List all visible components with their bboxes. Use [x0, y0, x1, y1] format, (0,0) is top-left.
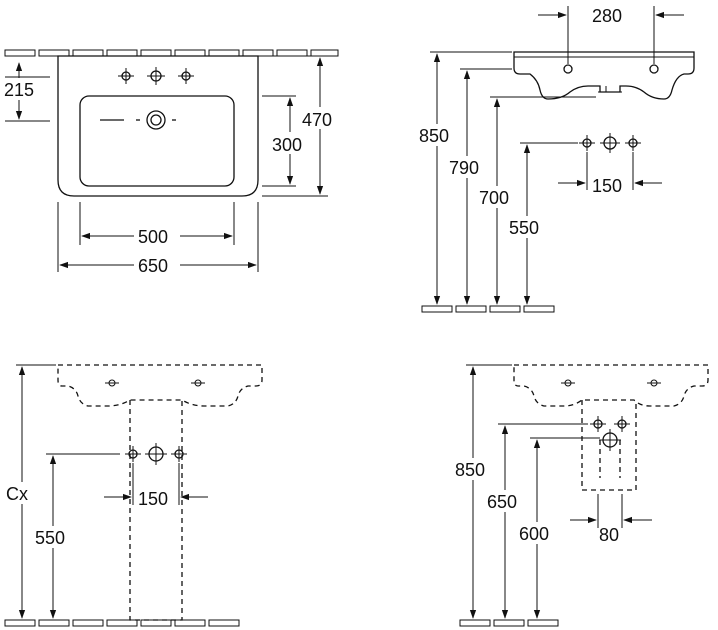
dim-overflow-height: 790 — [449, 158, 479, 178]
pedestal-front-view: Cx 550 150 — [4, 364, 263, 627]
pedestal-dashed-outline — [129, 400, 183, 621]
floor-tiles — [459, 619, 559, 627]
basin-dashed-outline — [513, 364, 709, 407]
semi-pedestal-view: 850 650 600 80 — [453, 364, 709, 627]
dim-supply-spacing: 150 — [592, 176, 622, 196]
dim-supply-height: 600 — [519, 524, 549, 544]
dim-supply-height: 550 — [35, 528, 65, 548]
dim-supply-height: 550 — [509, 218, 539, 238]
dim-outlet-height: 700 — [479, 188, 509, 208]
dim-rim-height: 850 — [419, 126, 449, 146]
tap-holes-icon — [118, 67, 194, 85]
basin-dashed-outline — [57, 364, 263, 407]
dim-total-depth: 470 — [302, 110, 332, 130]
semi-pedestal-dashed-outline — [581, 400, 637, 491]
tap-holes-dashed-icon — [105, 379, 205, 387]
basin-outline — [57, 55, 259, 197]
side-view: 280 850 790 700 550 — [417, 6, 695, 313]
tap-holes-dashed-icon — [561, 379, 661, 387]
top-view: 215 470 300 500 650 — [2, 49, 342, 277]
dim-supply-spacing: 80 — [599, 525, 619, 545]
dim-variable-height: Cx — [6, 484, 28, 504]
dim-bowl-depth: 300 — [272, 135, 302, 155]
supply-points-icon — [125, 443, 187, 465]
dim-outlet-height: 650 — [487, 492, 517, 512]
dim-tap-spacing: 280 — [592, 6, 622, 26]
dim-supply-spacing: 150 — [138, 489, 168, 509]
drain-icon — [100, 110, 176, 130]
floor-tiles — [421, 305, 555, 313]
bowl-outline — [79, 95, 235, 187]
top-view-wall-tiles — [4, 49, 339, 57]
dim-rim-height: 850 — [455, 460, 485, 480]
supply-points-icon — [579, 133, 641, 153]
dim-bowl-width: 500 — [138, 227, 168, 247]
dim-tap-hole-depth: 215 — [4, 80, 34, 100]
dim-total-width: 650 — [138, 256, 168, 276]
tap-holes-elevation-icon — [563, 64, 659, 74]
floor-tiles — [4, 619, 240, 627]
supply-points-icon — [590, 416, 630, 451]
